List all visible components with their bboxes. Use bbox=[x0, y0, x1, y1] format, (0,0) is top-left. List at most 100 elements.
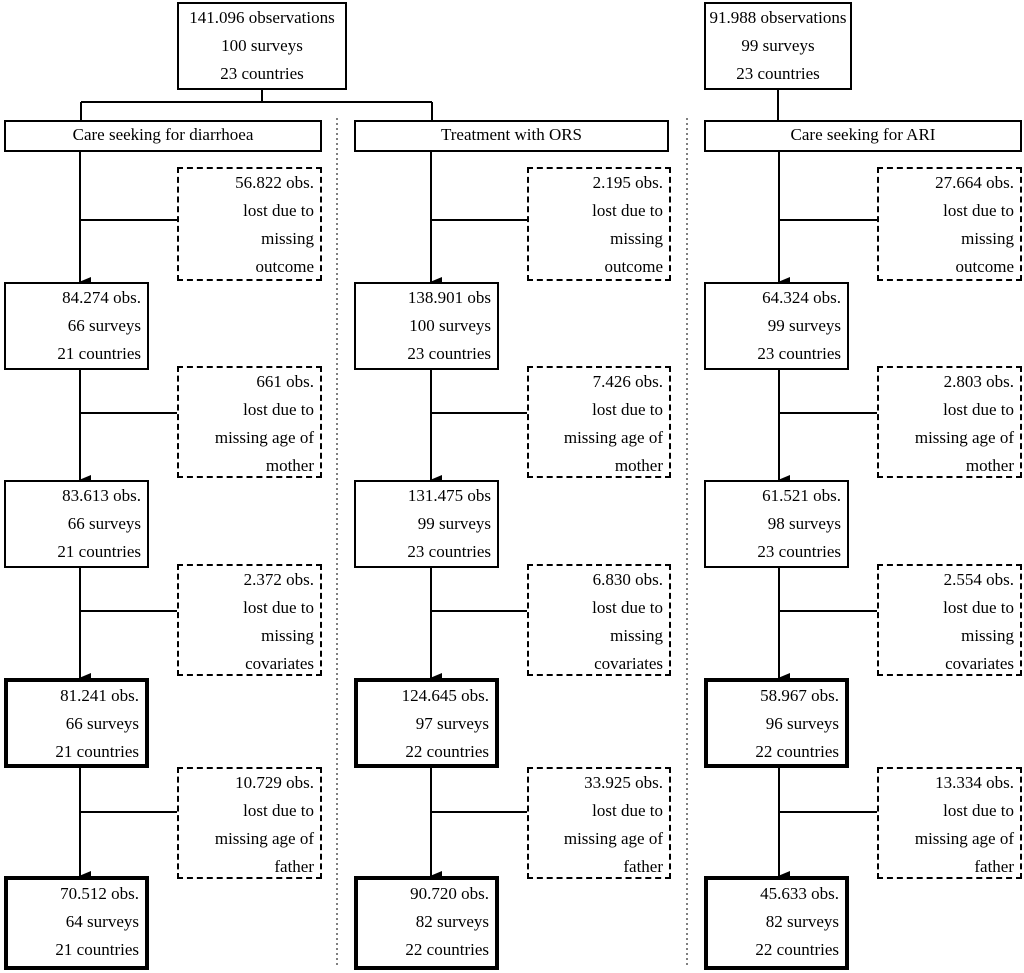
sample-obs: 70.512 obs. bbox=[60, 884, 139, 903]
loss-count: 27.664 obs. bbox=[935, 173, 1014, 192]
loss-text: lost due to bbox=[243, 201, 314, 220]
loss-box-missing-covariates: 2.372 obs. lost due to missing covariate… bbox=[177, 564, 322, 676]
category-title: Care seeking for diarrhoea bbox=[72, 125, 254, 144]
loss-text: lost due to bbox=[592, 598, 663, 617]
category-care-seeking-ari: Care seeking for ARI bbox=[704, 120, 1022, 152]
sample-box-final: 90.720 obs. 82 surveys 22 countries bbox=[354, 876, 499, 970]
sample-obs: 90.720 obs. bbox=[410, 884, 489, 903]
loss-count: 33.925 obs. bbox=[584, 773, 663, 792]
loss-text: missing bbox=[261, 626, 314, 645]
loss-box-missing-mother-age: 661 obs. lost due to missing age of moth… bbox=[177, 366, 322, 478]
loss-text: lost due to bbox=[943, 201, 1014, 220]
sample-box-step-3: 81.241 obs. 66 surveys 21 countries bbox=[4, 678, 149, 768]
loss-text: missing age of bbox=[563, 428, 663, 447]
sample-box-step-1: 84.274 obs. 66 surveys 21 countries bbox=[4, 282, 149, 370]
loss-text: missing age of bbox=[214, 829, 314, 848]
loss-box-missing-father-age: 13.334 obs. lost due to missing age of f… bbox=[877, 767, 1022, 879]
loss-box-missing-outcome: 56.822 obs. lost due to missing outcome bbox=[177, 167, 322, 281]
sample-countries: 22 countries bbox=[755, 940, 839, 959]
top-box-ari: 91.988 observations 99 surveys 23 countr… bbox=[704, 2, 852, 90]
loss-text: covariates bbox=[594, 654, 663, 673]
loss-text: mother bbox=[965, 456, 1014, 475]
sample-surveys: 99 surveys bbox=[767, 316, 841, 335]
sample-box-step-1: 64.324 obs. 99 surveys 23 countries bbox=[704, 282, 849, 370]
sample-countries: 21 countries bbox=[57, 344, 141, 363]
sample-countries: 22 countries bbox=[405, 940, 489, 959]
sample-countries: 21 countries bbox=[55, 742, 139, 761]
loss-text: mother bbox=[265, 456, 314, 475]
loss-box-missing-father-age: 10.729 obs. lost due to missing age of f… bbox=[177, 767, 322, 879]
loss-count: 2.372 obs. bbox=[243, 570, 314, 589]
sample-countries: 22 countries bbox=[405, 742, 489, 761]
sample-surveys: 82 surveys bbox=[765, 912, 839, 931]
loss-text: outcome bbox=[255, 257, 314, 276]
loss-count: 661 obs. bbox=[256, 372, 314, 391]
loss-text: lost due to bbox=[243, 598, 314, 617]
loss-text: missing bbox=[961, 626, 1014, 645]
loss-text: covariates bbox=[245, 654, 314, 673]
loss-text: lost due to bbox=[243, 801, 314, 820]
loss-count: 10.729 obs. bbox=[235, 773, 314, 792]
loss-text: missing age of bbox=[563, 829, 663, 848]
category-care-seeking-diarrhoea: Care seeking for diarrhoea bbox=[4, 120, 322, 152]
sample-countries: 23 countries bbox=[757, 344, 841, 363]
sample-surveys: 66 surveys bbox=[65, 714, 139, 733]
top-box-main-line-3: 23 countries bbox=[220, 64, 304, 83]
sample-surveys: 99 surveys bbox=[417, 514, 491, 533]
loss-box-missing-outcome: 27.664 obs. lost due to missing outcome bbox=[877, 167, 1022, 281]
sample-obs: 64.324 obs. bbox=[762, 288, 841, 307]
sample-obs: 45.633 obs. bbox=[760, 884, 839, 903]
loss-text: father bbox=[274, 857, 314, 876]
sample-obs: 124.645 obs. bbox=[401, 686, 489, 705]
top-box-main-line-2: 100 surveys bbox=[221, 36, 303, 55]
loss-box-missing-mother-age: 7.426 obs. lost due to missing age of mo… bbox=[527, 366, 671, 478]
sample-box-final: 70.512 obs. 64 surveys 21 countries bbox=[4, 876, 149, 970]
sample-surveys: 64 surveys bbox=[65, 912, 139, 931]
top-box-ari-line-1: 91.988 observations bbox=[709, 8, 847, 27]
loss-count: 2.803 obs. bbox=[943, 372, 1014, 391]
loss-text: mother bbox=[614, 456, 663, 475]
loss-text: father bbox=[623, 857, 663, 876]
sample-obs: 61.521 obs. bbox=[762, 486, 841, 505]
category-treatment-with-ors: Treatment with ORS bbox=[354, 120, 669, 152]
loss-text: missing age of bbox=[214, 428, 314, 447]
loss-text: lost due to bbox=[943, 598, 1014, 617]
loss-box-missing-covariates: 2.554 obs. lost due to missing covariate… bbox=[877, 564, 1022, 676]
top-box-ari-line-2: 99 surveys bbox=[741, 36, 815, 55]
loss-text: outcome bbox=[604, 257, 663, 276]
sample-surveys: 66 surveys bbox=[67, 514, 141, 533]
loss-count: 2.195 obs. bbox=[592, 173, 663, 192]
sample-box-step-1: 138.901 obs 100 surveys 23 countries bbox=[354, 282, 499, 370]
sample-box-step-3: 124.645 obs. 97 surveys 22 countries bbox=[354, 678, 499, 768]
sample-surveys: 96 surveys bbox=[765, 714, 839, 733]
sample-box-step-3: 58.967 obs. 96 surveys 22 countries bbox=[704, 678, 849, 768]
loss-text: missing age of bbox=[914, 829, 1014, 848]
sample-countries: 22 countries bbox=[755, 742, 839, 761]
loss-box-missing-outcome: 2.195 obs. lost due to missing outcome bbox=[527, 167, 671, 281]
sample-obs: 58.967 obs. bbox=[760, 686, 839, 705]
top-box-main: 141.096 observations 100 surveys 23 coun… bbox=[177, 2, 347, 90]
sample-box-step-2: 61.521 obs. 98 surveys 23 countries bbox=[704, 480, 849, 568]
sample-surveys: 97 surveys bbox=[415, 714, 489, 733]
loss-text: missing bbox=[261, 229, 314, 248]
loss-text: outcome bbox=[955, 257, 1014, 276]
loss-text: missing bbox=[610, 229, 663, 248]
sample-surveys: 66 surveys bbox=[67, 316, 141, 335]
loss-text: lost due to bbox=[943, 801, 1014, 820]
sample-countries: 21 countries bbox=[57, 542, 141, 561]
loss-count: 56.822 obs. bbox=[235, 173, 314, 192]
loss-text: father bbox=[974, 857, 1014, 876]
loss-text: lost due to bbox=[592, 400, 663, 419]
loss-count: 6.830 obs. bbox=[592, 570, 663, 589]
loss-count: 7.426 obs. bbox=[592, 372, 663, 391]
sample-countries: 23 countries bbox=[407, 542, 491, 561]
loss-text: lost due to bbox=[592, 801, 663, 820]
loss-text: missing age of bbox=[914, 428, 1014, 447]
sample-surveys: 98 surveys bbox=[767, 514, 841, 533]
sample-obs: 84.274 obs. bbox=[62, 288, 141, 307]
sample-obs: 81.241 obs. bbox=[60, 686, 139, 705]
loss-text: missing bbox=[610, 626, 663, 645]
sample-box-step-2: 83.613 obs. 66 surveys 21 countries bbox=[4, 480, 149, 568]
